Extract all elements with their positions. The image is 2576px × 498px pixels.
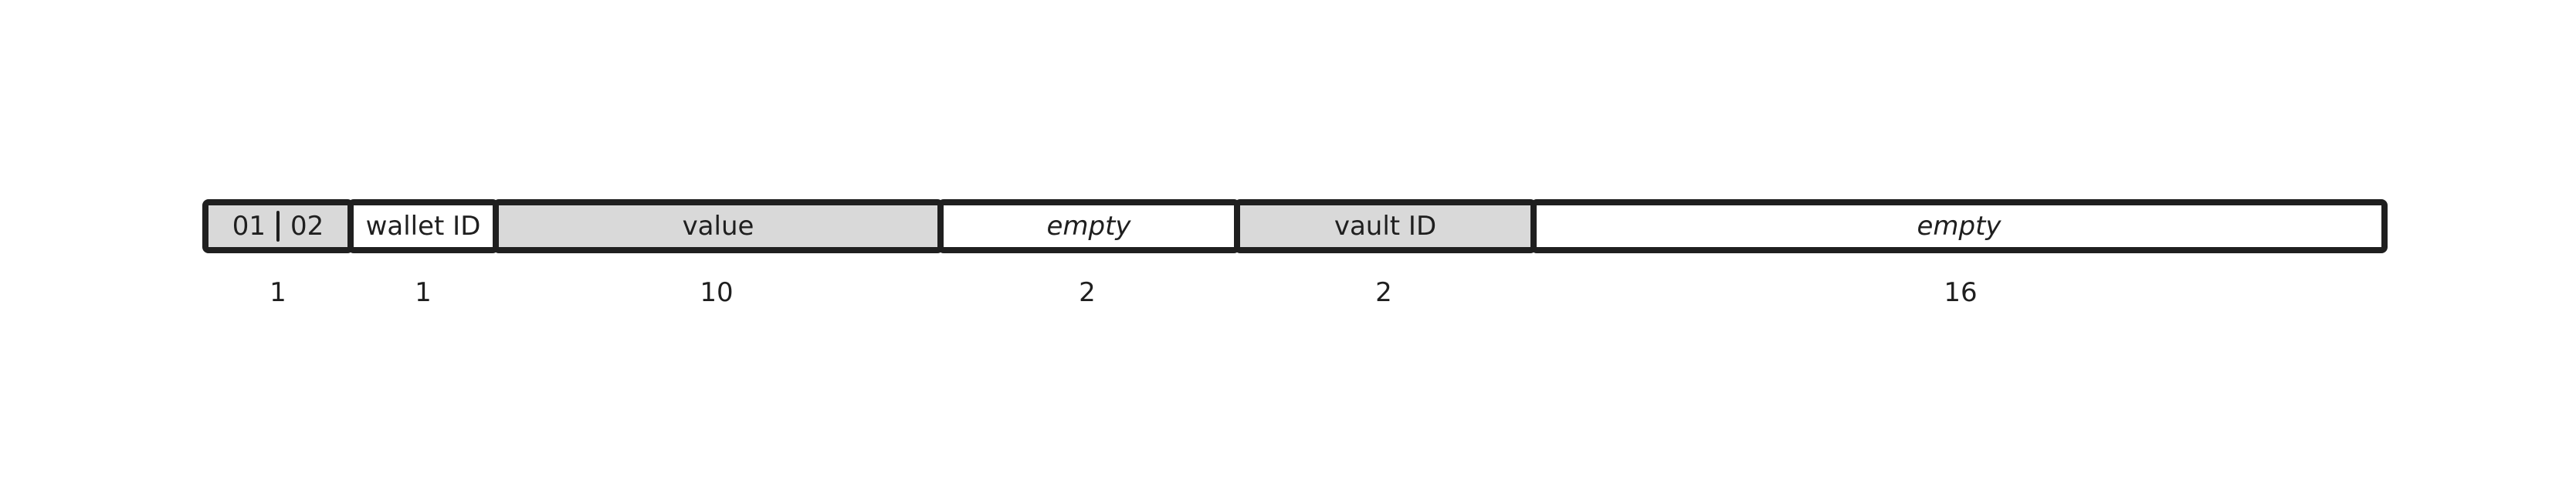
segment-label: empty <box>1046 211 1131 242</box>
size-vault-id: 2 <box>1375 277 1392 308</box>
size-empty-1: 2 <box>1079 277 1096 308</box>
byte-layout-diagram: 01 02 wallet ID value empty vault ID emp… <box>202 199 2395 326</box>
size-empty-2: 16 <box>1944 277 1978 308</box>
size-type: 1 <box>269 277 286 308</box>
segment-label: value <box>682 211 754 242</box>
size-wallet-id: 1 <box>415 277 432 308</box>
type-value-left: 01 <box>232 211 266 242</box>
segment-label: vault ID <box>1334 211 1437 242</box>
segment-label: wallet ID <box>365 211 481 242</box>
size-value: 10 <box>700 277 734 308</box>
segment-wallet-id: wallet ID <box>347 199 499 253</box>
type-value-right: 02 <box>290 211 324 242</box>
type-divider <box>276 211 280 242</box>
segment-vault-id: vault ID <box>1234 199 1537 253</box>
segment-empty-2: empty <box>1530 199 2388 253</box>
segment-empty-1: empty <box>937 199 1240 253</box>
segment-value: value <box>493 199 944 253</box>
segment-sizes: 1 1 10 2 2 16 <box>202 279 2395 326</box>
segment-type: 01 02 <box>202 199 354 253</box>
segment-bar: 01 02 wallet ID value empty vault ID emp… <box>202 199 2395 253</box>
segment-label: empty <box>1917 211 2001 242</box>
type-values: 01 02 <box>232 211 324 242</box>
